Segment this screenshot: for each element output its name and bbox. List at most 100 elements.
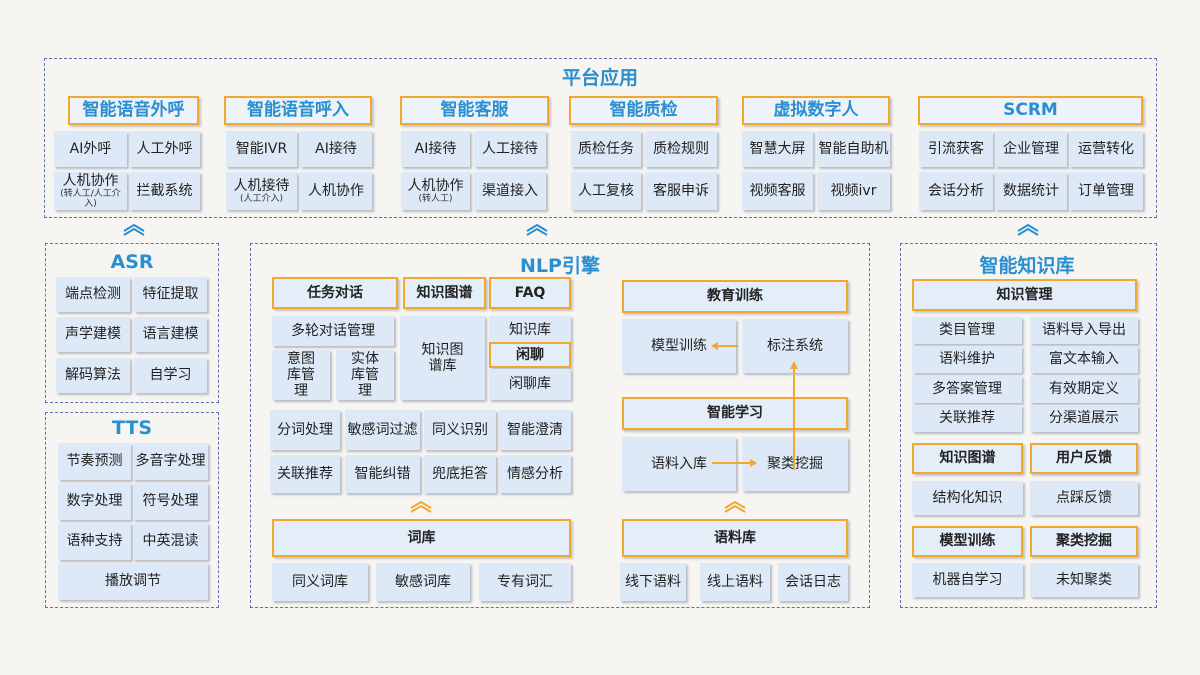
platform-group-header: 智能语音呼入 bbox=[224, 96, 372, 125]
platform-cell: 企业管理 bbox=[995, 131, 1067, 167]
platform-cell-note: (转人工) bbox=[418, 193, 453, 204]
nlp-grid-cell-label: 分词处理 bbox=[277, 421, 333, 438]
nlp-cell: 多轮对话管理 bbox=[272, 316, 394, 346]
tts-cell: 节奏预测 bbox=[58, 443, 131, 480]
platform-cell: 智慧大屏 bbox=[742, 131, 813, 167]
chevron-up-icon bbox=[123, 224, 145, 236]
platform-group-header: 智能语音外呼 bbox=[68, 96, 199, 125]
kb-mgmt-cell: 有效期定义 bbox=[1030, 376, 1138, 403]
kb-mgmt-header: 知识管理 bbox=[912, 279, 1137, 311]
nlp-grid-cell-label: 兜底拒答 bbox=[432, 465, 488, 482]
nlp-header: 知识图谱 bbox=[403, 277, 486, 309]
platform-cell: 人机接待(人工介入) bbox=[226, 172, 297, 210]
nlp-grid-cell-label: 智能纠错 bbox=[354, 465, 411, 482]
platform-group-header-label: 智能语音外呼 bbox=[82, 99, 185, 120]
platform-cell: 质检规则 bbox=[645, 131, 717, 167]
asr-cell: 特征提取 bbox=[134, 277, 207, 312]
lexicon-cell: 专有词汇 bbox=[479, 563, 571, 601]
kb-panel bbox=[900, 243, 1157, 608]
nlp-grid-cell: 情感分析 bbox=[499, 455, 571, 493]
nlp-header: 任务对话 bbox=[272, 277, 398, 309]
chevron-up-icon bbox=[724, 501, 746, 513]
chevron-up-icon bbox=[1017, 224, 1039, 236]
tts-cell: 播放调节 bbox=[58, 563, 208, 600]
nlp-cell: 闲聊库 bbox=[489, 369, 571, 400]
platform-cell-label: 人工复核 bbox=[578, 182, 634, 199]
kb-mgmt-cell: 关联推荐 bbox=[912, 405, 1022, 432]
platform-cell: 订单管理 bbox=[1069, 172, 1143, 210]
platform-cell-label: 人机协作 bbox=[407, 177, 464, 194]
nlp-cell: 知识库 bbox=[489, 316, 571, 344]
platform-cell-label: 人工外呼 bbox=[136, 140, 193, 157]
asr-cell: 端点检测 bbox=[56, 277, 130, 312]
kb-section-cell: 结构化知识 bbox=[912, 481, 1023, 515]
kb-section-header: 知识图谱 bbox=[912, 443, 1023, 474]
lexicon-cell: 敏感词库 bbox=[376, 563, 470, 601]
platform-cell: 渠道接入 bbox=[474, 172, 546, 210]
nlp-grid-cell-label: 情感分析 bbox=[507, 465, 563, 482]
nlp-panel bbox=[250, 243, 870, 608]
platform-cell-label: 企业管理 bbox=[1003, 140, 1059, 157]
platform-cell-label: 智能IVR bbox=[235, 140, 288, 157]
platform-cell: 人工复核 bbox=[571, 172, 641, 210]
kb-mgmt-cell: 多答案管理 bbox=[912, 376, 1022, 403]
platform-cell: 人机协作(转人工/人工介入) bbox=[54, 172, 127, 210]
kb-mgmt-cell-label: 语料维护 bbox=[939, 351, 995, 368]
platform-cell: 智能自助机 bbox=[817, 131, 890, 167]
kb-section-header: 聚类挖掘 bbox=[1030, 526, 1138, 557]
kb-section-header: 模型训练 bbox=[912, 526, 1023, 557]
platform-cell-label: 人机协作 bbox=[308, 182, 364, 199]
platform-title: 平台应用 bbox=[561, 67, 639, 89]
kb-mgmt-cell: 语料维护 bbox=[912, 346, 1022, 373]
nlp-grid-cell-label: 智能澄清 bbox=[507, 421, 563, 438]
platform-cell-label: 会话分析 bbox=[928, 182, 984, 199]
platform-cell-note: (转人工/人工介入) bbox=[60, 188, 121, 210]
tts-cell: 符号处理 bbox=[133, 483, 208, 520]
platform-cell: 引流获客 bbox=[919, 131, 993, 167]
platform-cell-label: 数据统计 bbox=[1003, 182, 1059, 199]
asr-cell: 语言建模 bbox=[134, 317, 207, 352]
nlp-grid-cell-label: 敏感词过滤 bbox=[347, 421, 418, 438]
nlp-grid-cell-label: 关联推荐 bbox=[277, 465, 333, 482]
platform-cell-label: AI接待 bbox=[315, 140, 357, 157]
tts-cell: 多音字处理 bbox=[133, 443, 208, 480]
platform-cell-label: 人机协作 bbox=[62, 172, 119, 189]
nlp-grid-cell: 智能澄清 bbox=[499, 410, 571, 450]
nlp-cell: 知识图谱库 bbox=[400, 316, 485, 400]
platform-cell-label: 质检规则 bbox=[653, 140, 709, 157]
learning-header: 智能学习 bbox=[622, 397, 848, 430]
asr-cell: 解码算法 bbox=[56, 358, 130, 393]
platform-group-header-label: 智能语音呼入 bbox=[247, 99, 349, 120]
nlp-cell: 实体库管理 bbox=[336, 350, 394, 400]
tts-cell: 中英混读 bbox=[133, 523, 208, 560]
chevron-up-icon bbox=[410, 501, 432, 513]
platform-group-header-label: 虚拟数字人 bbox=[773, 99, 859, 120]
platform-cell: 客服申诉 bbox=[645, 172, 717, 210]
platform-cell: 质检任务 bbox=[571, 131, 641, 167]
lexicon-cell: 同义词库 bbox=[272, 563, 368, 601]
platform-cell-label: 人工接待 bbox=[482, 140, 538, 157]
platform-cell-label: 订单管理 bbox=[1078, 182, 1134, 199]
platform-cell-label: 视频客服 bbox=[749, 182, 806, 199]
platform-cell: 人机协作(转人工) bbox=[401, 172, 470, 210]
platform-cell: 视频ivr bbox=[817, 172, 890, 210]
platform-cell-label: AI接待 bbox=[414, 140, 457, 157]
nlp-header: 闲聊 bbox=[489, 342, 571, 368]
kb-mgmt-cell-label: 分渠道展示 bbox=[1049, 410, 1119, 427]
tts-cell: 数字处理 bbox=[58, 483, 131, 520]
asr-cell: 声学建模 bbox=[56, 317, 130, 352]
platform-cell: 人工接待 bbox=[474, 131, 546, 167]
tts-panel bbox=[45, 412, 219, 608]
platform-cell-label: 智慧大屏 bbox=[749, 140, 806, 157]
learning-cell: 语料入库 bbox=[622, 437, 736, 491]
kb-mgmt-cell: 类目管理 bbox=[912, 317, 1022, 344]
platform-cell-label: 引流获客 bbox=[928, 140, 984, 157]
nlp-grid-cell: 分词处理 bbox=[270, 410, 340, 450]
platform-cell-label: 运营转化 bbox=[1078, 140, 1134, 157]
platform-panel bbox=[44, 58, 1157, 218]
kb-section-cell: 点踩反馈 bbox=[1030, 481, 1138, 515]
nlp-grid-cell-label: 同义识别 bbox=[432, 421, 488, 438]
nlp-grid-cell: 敏感词过滤 bbox=[345, 410, 420, 450]
